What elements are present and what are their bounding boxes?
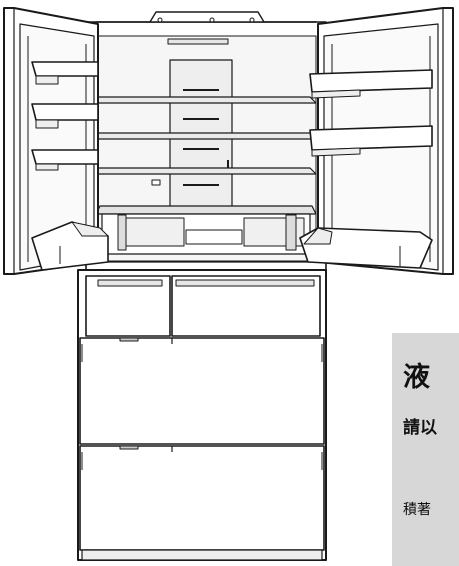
left-door-pocket <box>31 103 99 129</box>
right-door <box>299 7 454 275</box>
top-right-drawer <box>171 275 321 337</box>
panel-heading: 液 <box>403 362 430 393</box>
panel-subheading: 請以 <box>403 418 437 438</box>
right-door-pocket <box>309 125 433 157</box>
base-plinth <box>81 549 323 561</box>
left-door <box>3 7 109 275</box>
panel-body-text: 積著 <box>403 502 431 518</box>
freezer-drawer <box>79 445 325 551</box>
left-door-pocket <box>31 149 99 171</box>
top-left-drawer <box>85 275 171 337</box>
left-door-bottle-pocket <box>31 221 109 271</box>
fridge-compartment <box>85 11 327 271</box>
vegetable-drawer <box>79 337 325 445</box>
left-door-pocket <box>31 61 99 85</box>
right-door-pocket <box>309 69 433 99</box>
text-panel: 液 請以 積著 <box>392 333 459 566</box>
right-door-bottle-pocket <box>299 227 433 269</box>
